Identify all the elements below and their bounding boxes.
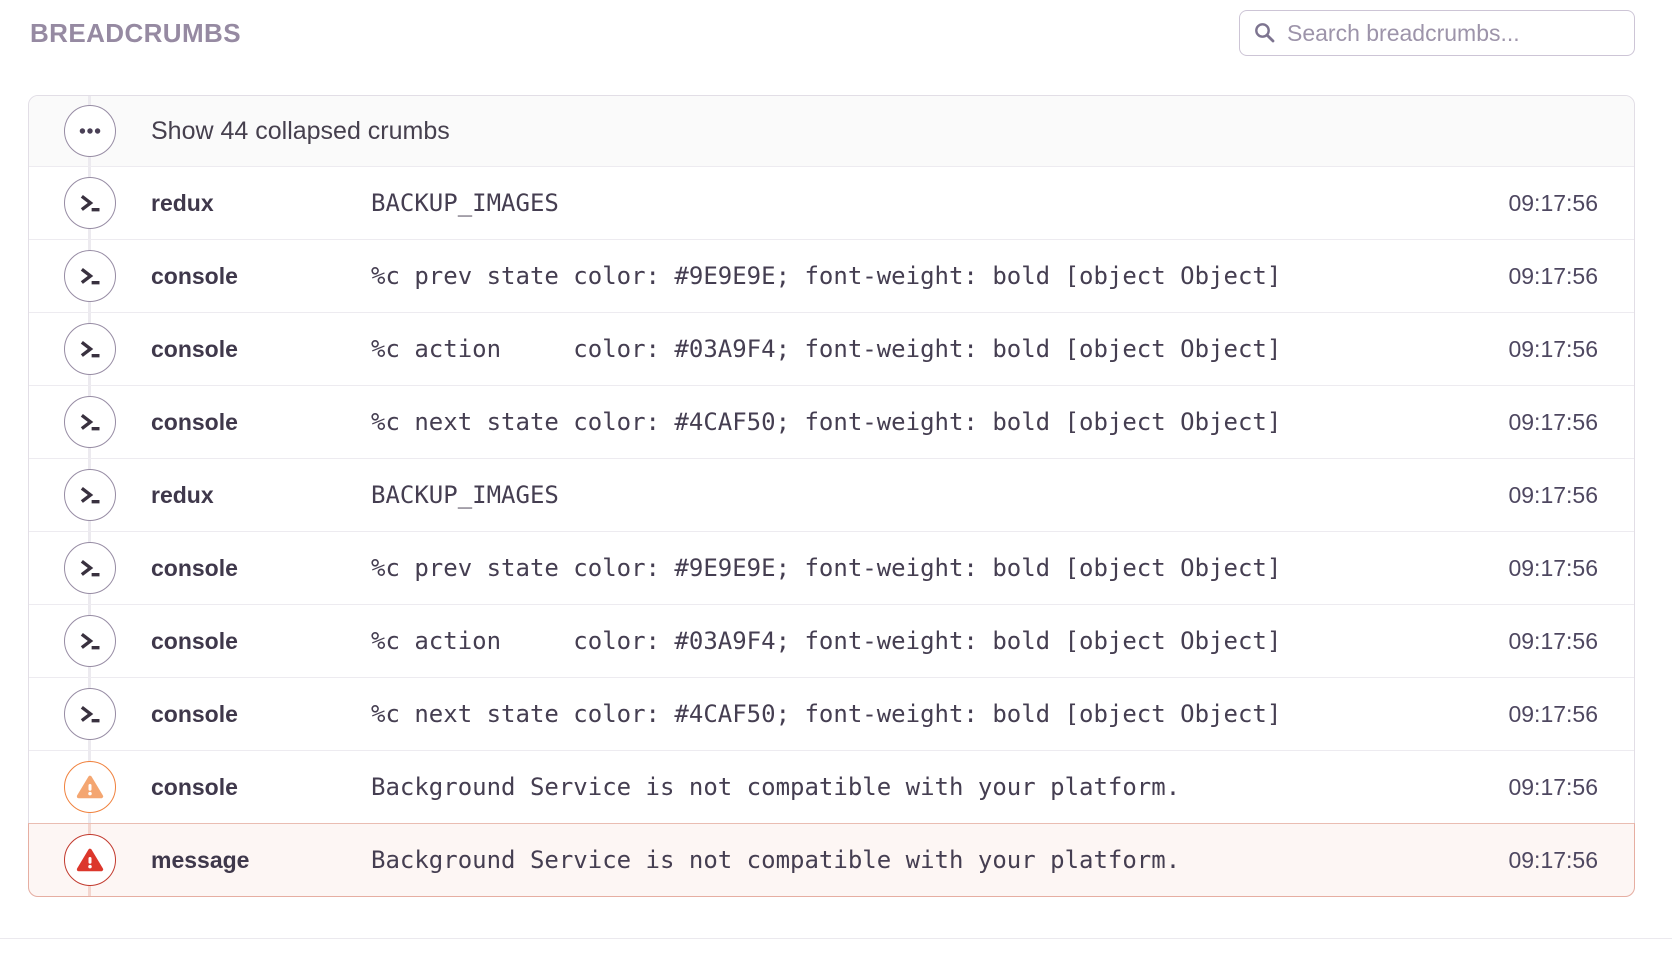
crumb-category: redux [151, 481, 214, 508]
search-icon [1255, 23, 1275, 43]
timeline-column [29, 313, 151, 385]
crumb-timestamp: 09:17:56 [1508, 335, 1598, 362]
breadcrumb-row: console %c prev state color: #9E9E9E; fo… [29, 239, 1634, 312]
show-collapsed-crumbs-button[interactable]: Show 44 collapsed crumbs [29, 96, 1634, 166]
crumb-level-icon [64, 615, 116, 667]
timeline-column [29, 751, 151, 823]
breadcrumbs-panel: Show 44 collapsed crumbs [28, 95, 1635, 897]
timeline-column [29, 824, 151, 896]
crumb-message: %c next state color: #4CAF50; font-weigh… [371, 408, 1282, 436]
crumb-message: %c action color: #03A9F4; font-weight: b… [371, 627, 1282, 655]
breadcrumb-row: console %c action color: #03A9F4; font-w… [29, 604, 1634, 677]
warning-icon [76, 775, 104, 799]
crumb-level-icon [64, 542, 116, 594]
topbar: BREADCRUMBS [0, 0, 1672, 58]
terminal-icon [80, 267, 99, 284]
terminal-icon [80, 705, 99, 722]
crumb-message: %c action color: #03A9F4; font-weight: b… [371, 335, 1282, 363]
breadcrumb-row: console %c next state color: #4CAF50; fo… [29, 677, 1634, 750]
timeline-column [29, 532, 151, 604]
crumb-message: Background Service is not compatible wit… [371, 846, 1181, 874]
crumb-message: %c prev state color: #9E9E9E; font-weigh… [371, 554, 1282, 582]
timeline-column [29, 96, 151, 166]
crumb-category: message [151, 846, 250, 873]
footer-divider [0, 938, 1672, 939]
breadcrumb-row: redux BACKUP_IMAGES 09:17:56 [29, 458, 1634, 531]
breadcrumb-row: console %c next state color: #4CAF50; fo… [29, 385, 1634, 458]
crumb-timestamp: 09:17:56 [1508, 700, 1598, 727]
crumb-category: console [151, 773, 238, 800]
crumb-level-icon [64, 250, 116, 302]
crumb-timestamp: 09:17:56 [1508, 773, 1598, 800]
timeline-column [29, 240, 151, 312]
timeline-column [29, 386, 151, 458]
crumb-message: Background Service is not compatible wit… [371, 773, 1181, 801]
terminal-icon [80, 413, 99, 430]
crumb-category: console [151, 554, 238, 581]
crumb-timestamp: 09:17:56 [1508, 408, 1598, 435]
crumb-level-icon [64, 177, 116, 229]
crumb-category: console [151, 627, 238, 654]
crumb-level-icon [64, 688, 116, 740]
timeline-column [29, 167, 151, 239]
crumb-level-icon [64, 323, 116, 375]
crumb-category: redux [151, 189, 214, 216]
breadcrumb-row: redux BACKUP_IMAGES 09:17:56 [29, 166, 1634, 239]
search-box[interactable] [1239, 10, 1635, 56]
terminal-icon [80, 559, 99, 576]
crumb-message: %c prev state color: #9E9E9E; font-weigh… [371, 262, 1282, 290]
crumb-level-icon [64, 834, 116, 886]
breadcrumb-row: message Background Service is not compat… [28, 823, 1635, 897]
crumb-level-icon [64, 396, 116, 448]
collapsed-crumbs-label: Show 44 collapsed crumbs [151, 116, 450, 145]
crumb-category: console [151, 335, 238, 362]
search-input[interactable] [1287, 19, 1621, 47]
breadcrumb-row: console %c action color: #03A9F4; font-w… [29, 312, 1634, 385]
breadcrumb-row: console Background Service is not compat… [29, 750, 1634, 823]
crumb-timestamp: 09:17:56 [1508, 481, 1598, 508]
breadcrumb-row: console %c prev state color: #9E9E9E; fo… [29, 531, 1634, 604]
timeline-column [29, 605, 151, 677]
crumb-category: console [151, 408, 238, 435]
terminal-icon [80, 340, 99, 357]
crumb-level-icon [64, 469, 116, 521]
crumb-category: console [151, 262, 238, 289]
breadcrumb-list: redux BACKUP_IMAGES 09:17:56 [28, 166, 1635, 897]
crumb-message: %c next state color: #4CAF50; font-weigh… [371, 700, 1282, 728]
crumb-category: console [151, 700, 238, 727]
timeline-column [29, 459, 151, 531]
crumb-timestamp: 09:17:56 [1508, 627, 1598, 654]
crumb-timestamp: 09:17:56 [1508, 554, 1598, 581]
terminal-icon [80, 486, 99, 503]
crumb-timestamp: 09:17:56 [1508, 846, 1598, 873]
terminal-icon [80, 632, 99, 649]
crumb-timestamp: 09:17:56 [1508, 189, 1598, 216]
crumb-message: BACKUP_IMAGES [371, 189, 559, 217]
crumb-level-icon [64, 761, 116, 813]
timeline-column [29, 678, 151, 750]
error-icon [76, 848, 104, 872]
page-title: BREADCRUMBS [30, 17, 241, 48]
terminal-icon [80, 194, 99, 211]
ellipsis-icon[interactable] [64, 105, 116, 157]
crumb-message: BACKUP_IMAGES [371, 481, 559, 509]
crumb-timestamp: 09:17:56 [1508, 262, 1598, 289]
